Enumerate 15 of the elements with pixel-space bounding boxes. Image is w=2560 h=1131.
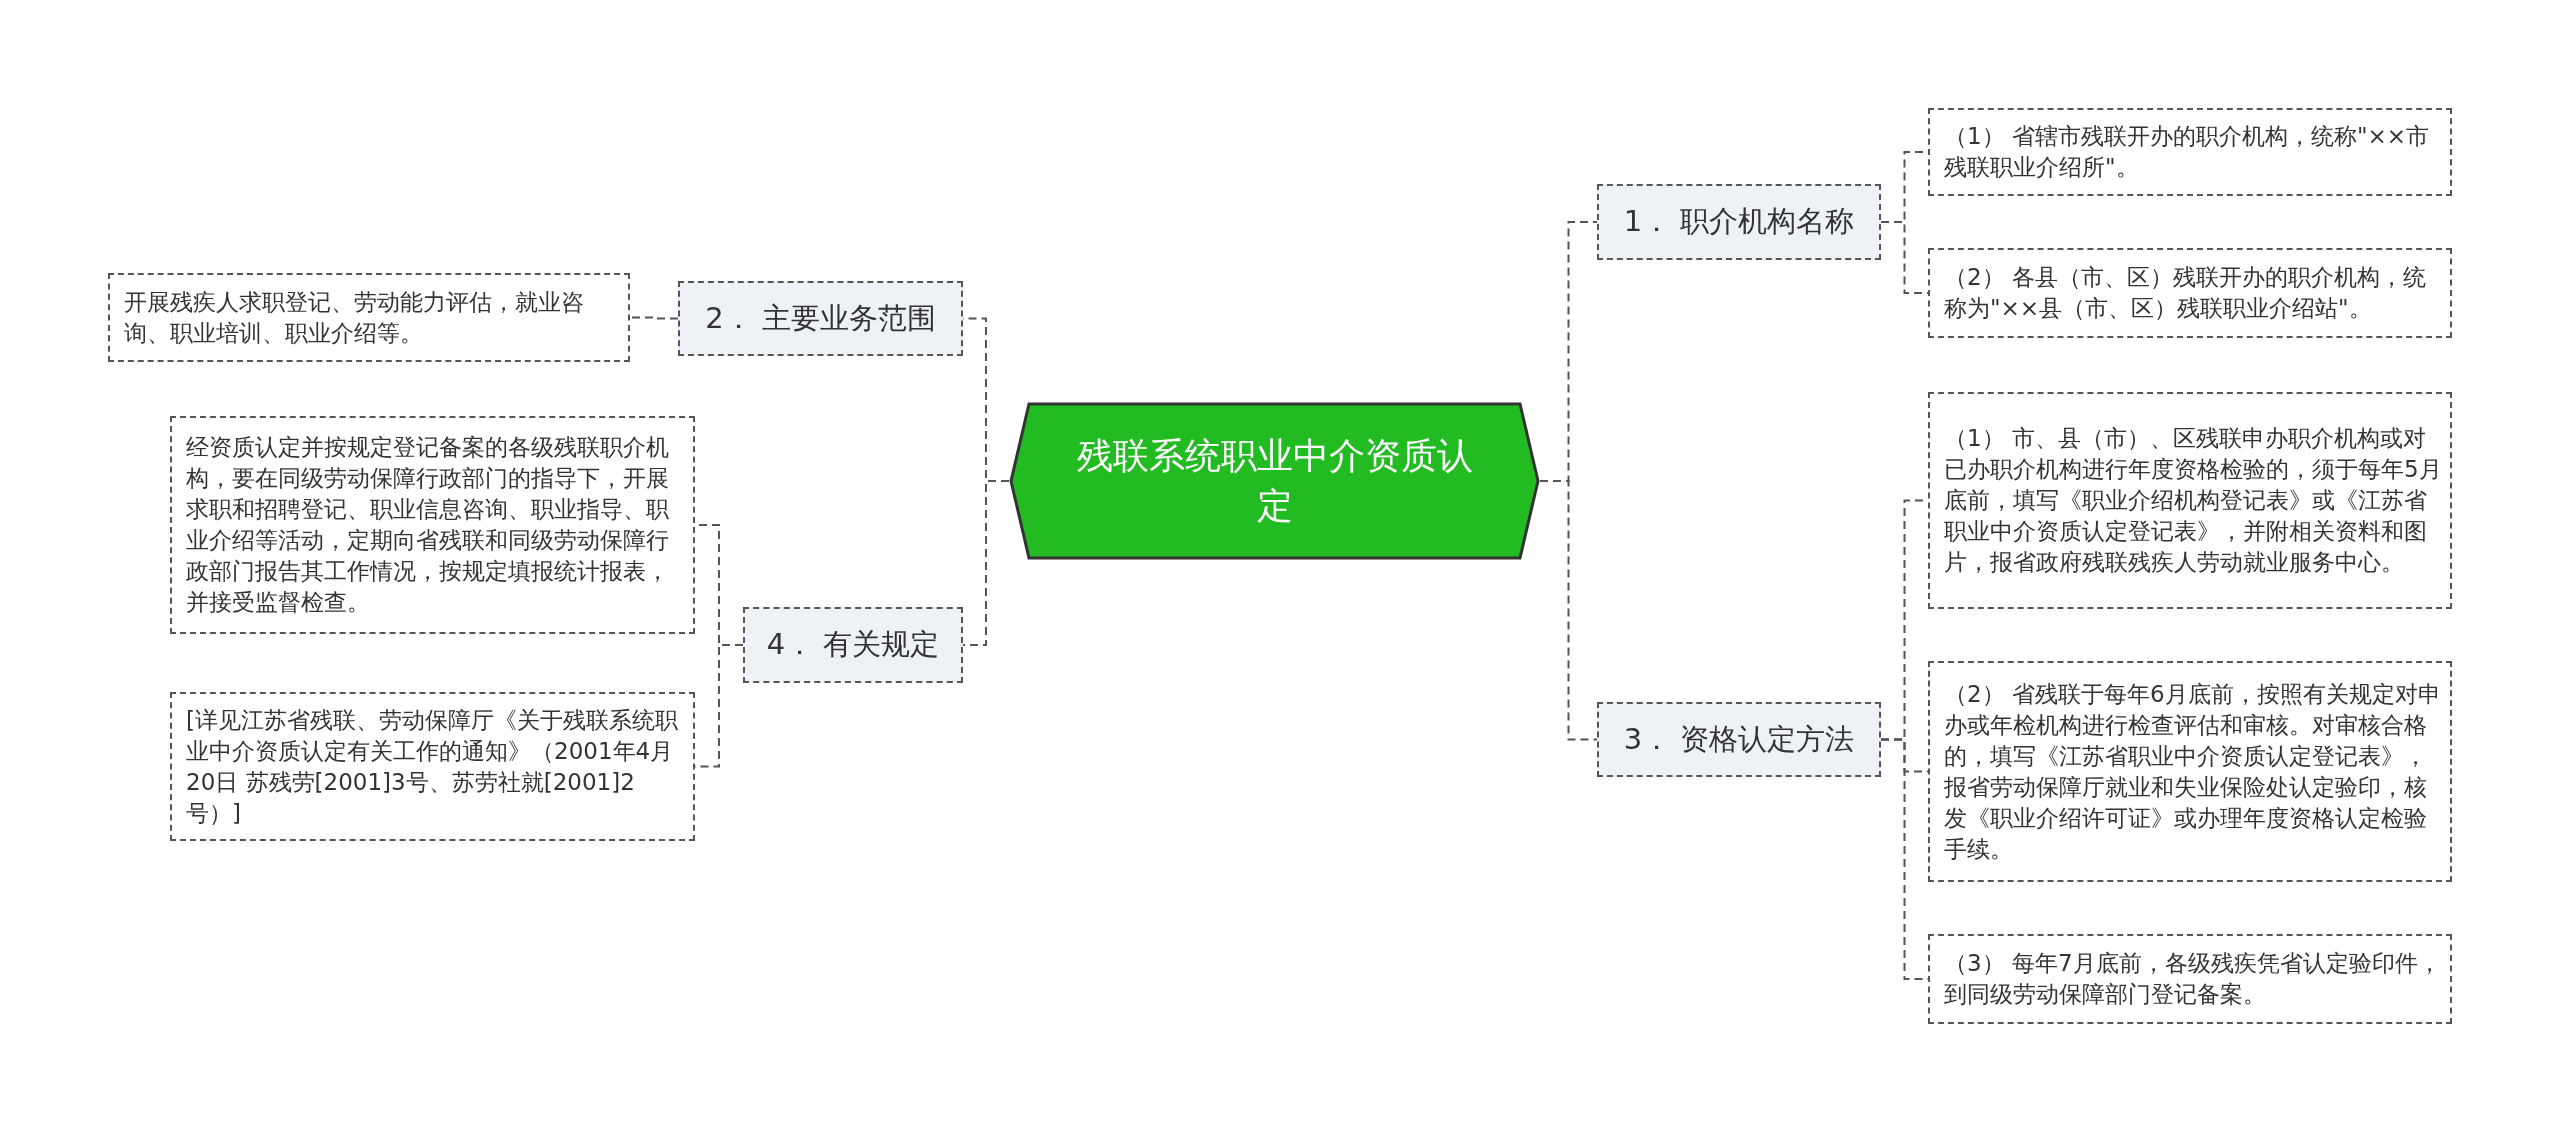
topic-box: 3． 资格认定方法 [1597, 702, 1881, 777]
note-box: （3） 每年7月底前，各级残疾凭省认定验印件，到同级劳动保障部门登记备案。 [1928, 934, 2452, 1024]
root-hexagon: 残联系统职业中介资质认定 [1009, 402, 1540, 560]
topic-box: 1． 职介机构名称 [1597, 184, 1881, 260]
note-box: 经资质认定并按规定登记备案的各级残联职介机构，要在同级劳动保障行政部门的指导下，开展求职和招聘登记、职业信息咨询、职业指导、职业介绍等活动，定期向省残联和同级劳动保障行政部门报告其工作情况，按规定填报统计报表，并接受监督检查。 [170, 416, 695, 634]
note-box: （1） 市、县（市）、区残联申办职介机构或对已办职介机构进行年度资格检验的，须于每年5月底前，填写《职业介绍机构登记表》或《江苏省职业中介资质认定登记表》，并附相关资料和图片，报省政府残联残疾人劳动就业服务中心。 [1928, 392, 2452, 609]
note-box: 开展残疾人求职登记、劳动能力评估，就业咨询、职业培训、职业介绍等。 [108, 273, 630, 362]
note-box: （2） 省残联于每年6月底前，按照有关规定对申办或年检机构进行检查评估和审核。对审核合格的，填写《江苏省职业中介资质认定登记表》，报省劳动保障厅就业和失业保险处认定验印，核发《职业介绍许可证》或办理年度资格认定检验手续。 [1928, 661, 2452, 882]
note-box: （2） 各县（市、区）残联开办的职介机构，统称为"××县（市、区）残联职业介绍站"。 [1928, 248, 2452, 338]
topic-box: 2． 主要业务范围 [678, 281, 963, 356]
note-box: [详见江苏省残联、劳动保障厅《关于残联系统职业中介资质认定有关工作的通知》（2001年4月20日 苏残劳[2001]3号、苏劳社就[2001]2号）] [170, 692, 695, 841]
connector-line [629, 316, 679, 320]
note-box: （1） 省辖市残联开办的职介机构，统称"××市残联职业介绍所"。 [1928, 108, 2452, 196]
connector-line [1539, 480, 1598, 741]
topic-box: 4． 有关规定 [743, 607, 963, 683]
